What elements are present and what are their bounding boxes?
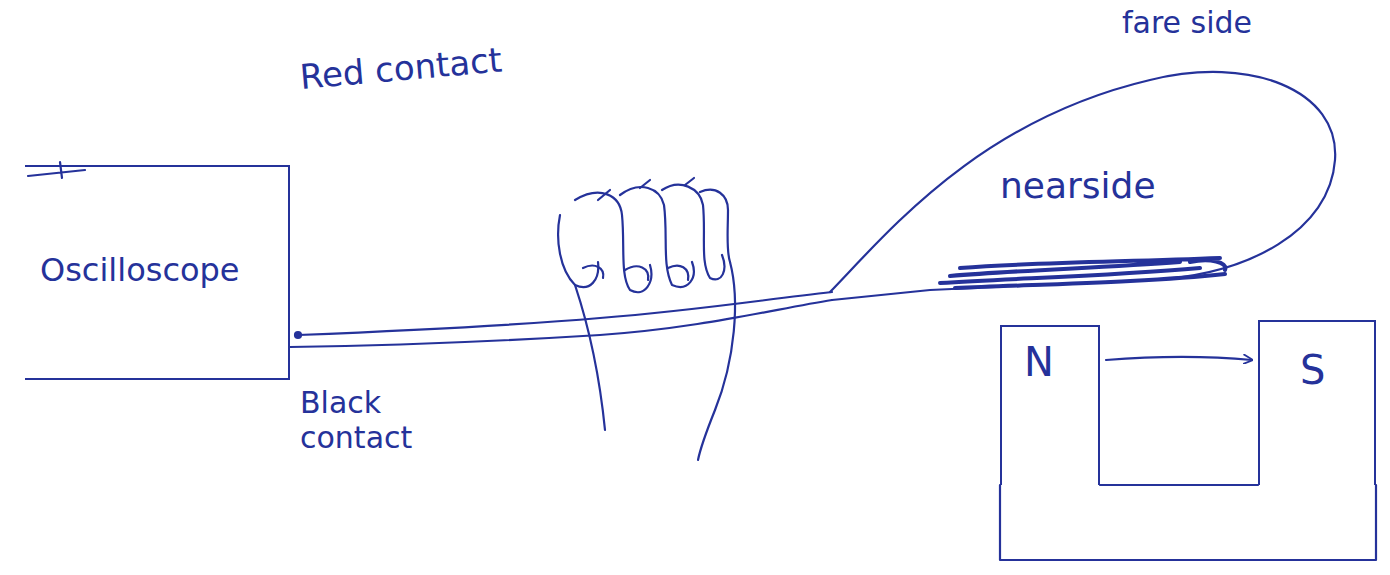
red-wire [298, 292, 832, 335]
wire-label: Black contact [300, 386, 470, 455]
pole-letter: N [1024, 339, 1054, 385]
magnet-body [1000, 485, 1376, 560]
magnet-pole: S [1258, 320, 1376, 485]
oscilloscope-box: Oscilloscope [25, 165, 290, 380]
wire-label: Red contact [298, 40, 503, 97]
pole-letter: S [1300, 347, 1325, 393]
hand-drawing [558, 178, 735, 460]
side-label: fare side [1122, 6, 1252, 41]
red-contact-dot [295, 332, 301, 338]
loop-outline [800, 0, 1345, 305]
field-arrow [1106, 357, 1252, 360]
wire-loop: fare side nearside [800, 0, 1345, 305]
black-wire [290, 300, 832, 347]
device-label: Oscilloscope [40, 252, 240, 289]
side-label: nearside [1000, 165, 1156, 206]
magnet-pole: N [1000, 325, 1100, 485]
